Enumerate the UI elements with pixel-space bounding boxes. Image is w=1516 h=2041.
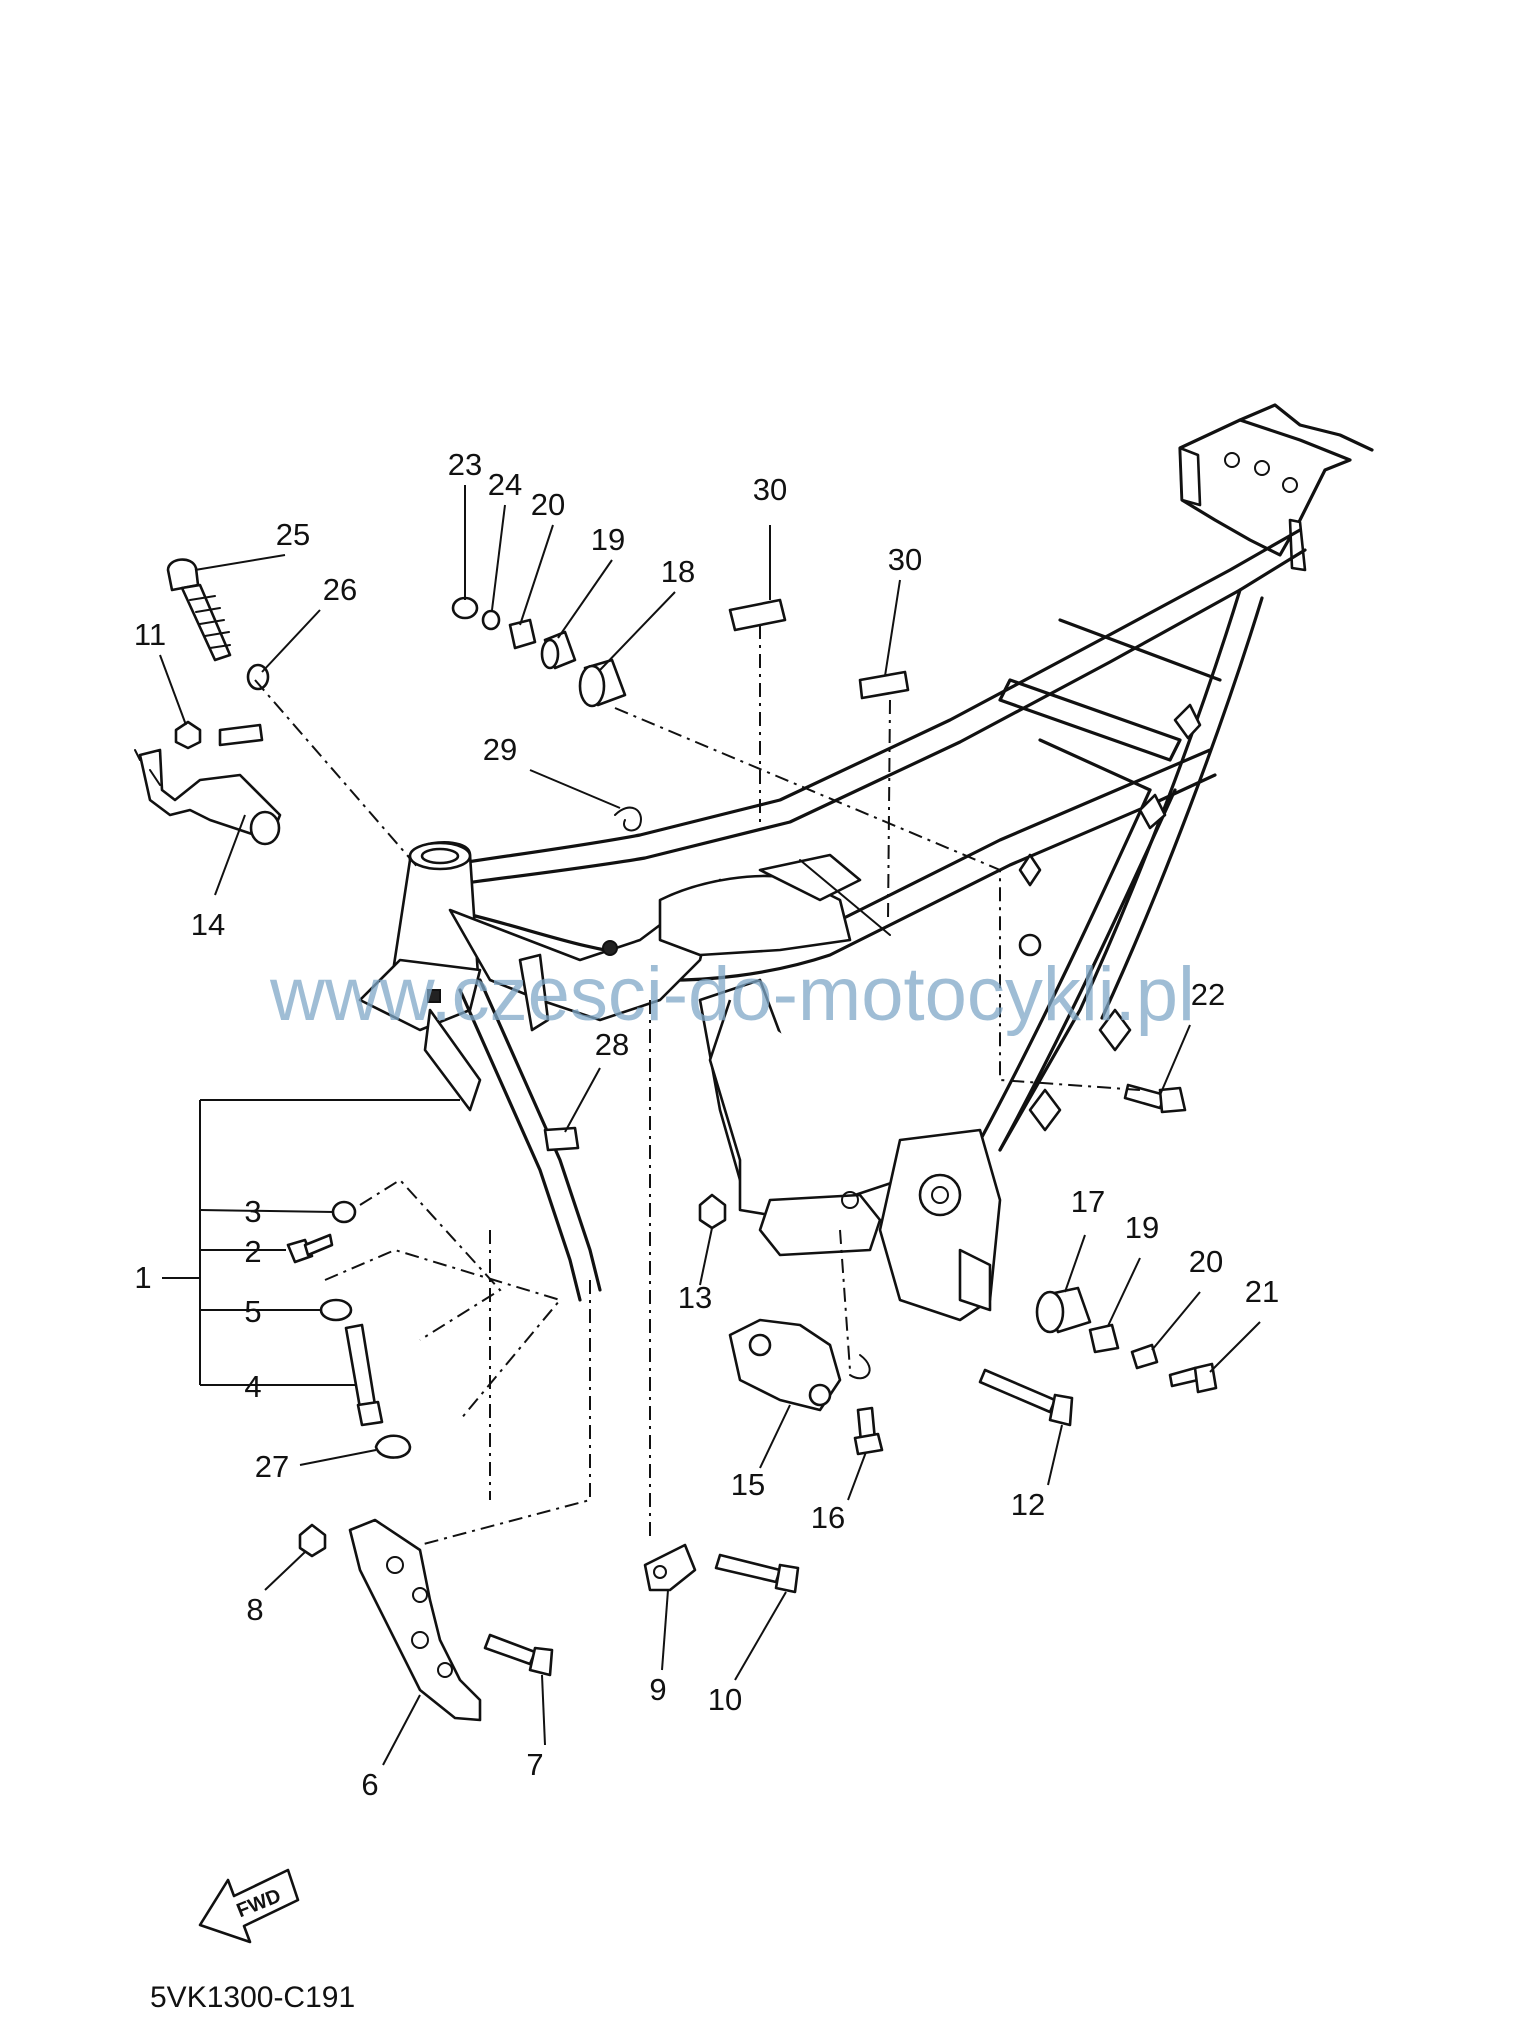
part-number-14: 14 <box>191 907 225 942</box>
part-number-15: 15 <box>731 1467 765 1502</box>
part-number-13: 13 <box>678 1280 712 1315</box>
main-frame <box>358 403 1374 1322</box>
part-number-18: 18 <box>661 554 695 589</box>
part-number-3: 3 <box>244 1194 261 1229</box>
part-number-21: 21 <box>1245 1274 1279 1309</box>
part-number-17: 17 <box>1071 1184 1105 1219</box>
part-labels: 2324201918303025261129142228321542717192… <box>134 447 1279 1802</box>
part-number-6: 6 <box>361 1767 378 1802</box>
fwd-arrow-icon: FWD <box>198 1868 300 1944</box>
leader-lines <box>159 485 1261 1766</box>
hardware-parts <box>134 558 1218 1722</box>
part-number-4: 4 <box>244 1369 261 1404</box>
part-number-29: 29 <box>483 732 517 767</box>
part-number-19: 19 <box>591 522 625 557</box>
part-number-19: 19 <box>1125 1210 1159 1245</box>
part-number-20: 20 <box>531 487 565 522</box>
alignment-lines <box>254 625 1141 1546</box>
part-number-27: 27 <box>255 1449 289 1484</box>
part-number-25: 25 <box>276 517 310 552</box>
part-number-8: 8 <box>246 1592 263 1627</box>
watermark-text: www.czesci-do-motocykli.pl <box>269 952 1195 1037</box>
part-number-5: 5 <box>244 1294 261 1329</box>
part-number-24: 24 <box>488 467 522 502</box>
part-number-28: 28 <box>595 1027 629 1062</box>
part-number-26: 26 <box>323 572 357 607</box>
part-number-1: 1 <box>134 1260 151 1295</box>
part-number-30: 30 <box>753 472 787 507</box>
part-number-2: 2 <box>244 1234 261 1269</box>
part-number-11: 11 <box>134 617 166 652</box>
part-number-16: 16 <box>811 1500 845 1535</box>
part-number-9: 9 <box>649 1672 666 1707</box>
part-number-10: 10 <box>708 1682 742 1717</box>
part-number-30: 30 <box>888 542 922 577</box>
part-number-20: 20 <box>1189 1244 1223 1279</box>
part-number-23: 23 <box>448 447 482 482</box>
part-number-7: 7 <box>526 1747 543 1782</box>
part-number-12: 12 <box>1011 1487 1045 1522</box>
drawing-code: 5VK1300-C191 <box>150 1981 355 2014</box>
part-number-22: 22 <box>1191 977 1225 1012</box>
